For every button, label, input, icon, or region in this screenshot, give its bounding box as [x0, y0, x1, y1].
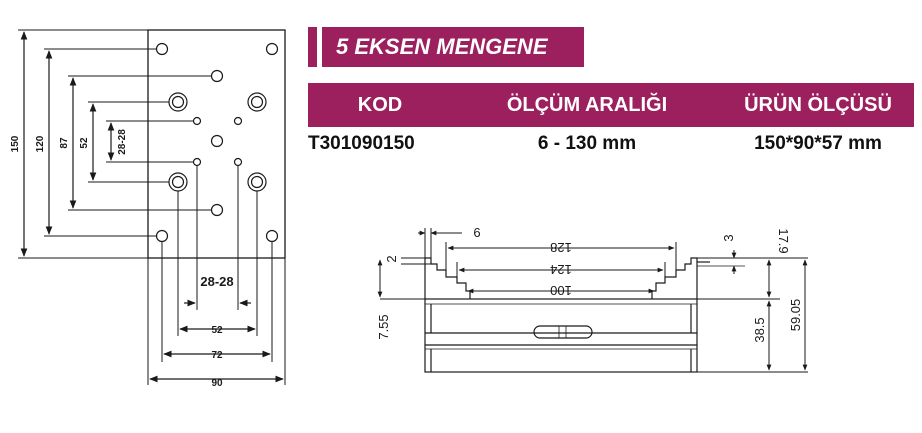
dim-label-59-05: 59.05	[788, 299, 803, 332]
hole-circle	[171, 175, 185, 189]
plate-drawing: 150 120 87 52 28-28 28-28 52 72 90	[10, 29, 286, 389]
hole-circle	[155, 229, 169, 243]
dim-label-6: 6	[473, 225, 480, 240]
dim-label-7-55: 7.55	[376, 314, 391, 339]
hole-circle	[171, 95, 185, 109]
hole-circle	[233, 157, 243, 167]
dim-label-h-72: 72	[211, 350, 223, 361]
hole-circle	[192, 116, 202, 126]
table-row: T301090150 6 - 130 mm 150*90*57 mm	[308, 130, 914, 158]
hole-circle	[210, 134, 224, 148]
dim-label-87: 87	[59, 137, 70, 149]
vise-body	[424, 298, 698, 373]
hole-circle	[265, 42, 279, 56]
vise-slot	[533, 325, 593, 339]
header-kod: KOD	[357, 94, 403, 116]
hole-circle	[247, 92, 267, 112]
dim-label-124: 124	[550, 262, 572, 277]
dim-label-h-28-28: 28-28	[200, 274, 233, 289]
hole-circle	[265, 229, 279, 243]
hole-circle	[168, 172, 188, 192]
dim-label-38-5: 38.5	[752, 317, 767, 342]
dim-label-120: 120	[35, 135, 46, 152]
vise-left-jaw	[424, 257, 471, 299]
dim-label-28-28: 28-28	[117, 129, 128, 155]
vise-drawing: 6 128 124 100 2 7.55 3 17.9 38.5 59.05	[376, 225, 808, 373]
hole-circle	[168, 92, 188, 112]
hole-circle	[155, 42, 169, 56]
plate-outline	[147, 29, 286, 259]
hole-circle	[210, 203, 224, 217]
dim-label-h-90: 90	[211, 378, 223, 389]
header-olcum-araligi: ÖLÇÜM ARALIĞI	[506, 94, 668, 116]
hole-circle	[250, 175, 264, 189]
cell-range: 6 - 130 mm	[537, 133, 637, 154]
dim-label-128: 128	[550, 240, 572, 255]
hole-circle	[233, 116, 243, 126]
vise-right-jaw	[651, 257, 698, 299]
dim-label-3: 3	[721, 234, 736, 241]
cell-code: T301090150	[308, 133, 415, 154]
dim-label-150: 150	[10, 135, 21, 152]
page-title: 5 EKSEN MENGENE	[322, 27, 584, 67]
hole-circle	[192, 157, 202, 167]
dim-label-17-9: 17.9	[776, 228, 791, 253]
dim-label-h-52: 52	[211, 325, 223, 336]
plate-holes	[155, 42, 279, 243]
table-header: KOD ÖLÇÜM ARALIĞI ÜRÜN ÖLÇÜSÜ	[308, 83, 914, 127]
dim-label-2: 2	[384, 255, 399, 262]
hole-circle	[247, 172, 267, 192]
cell-size: 150*90*57 mm	[754, 133, 882, 154]
dim-label-100: 100	[550, 283, 572, 298]
hole-circle	[250, 95, 264, 109]
dim-label-52: 52	[79, 137, 90, 149]
hole-circle	[210, 69, 224, 83]
title-bar: 5 EKSEN MENGENE	[308, 27, 584, 67]
title-accent	[308, 27, 317, 67]
header-urun-olcusu: ÜRÜN ÖLÇÜSÜ	[744, 94, 892, 116]
